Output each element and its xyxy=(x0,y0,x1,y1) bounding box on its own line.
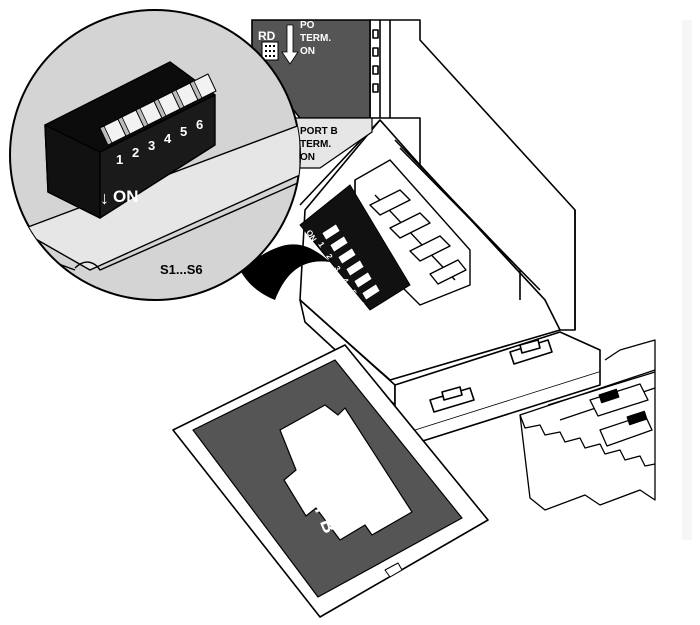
mag-on-label: ON xyxy=(113,187,139,206)
port-a-term-line1: PO xyxy=(300,20,315,31)
port-b-term-line1: PORT B xyxy=(300,126,338,137)
mag-switch-number-2: 2 xyxy=(132,145,139,160)
port-b-term-line2: TERM. xyxy=(300,139,331,150)
small-switch-number-2: 2 xyxy=(324,252,334,261)
magnifier-circle: 1 2 3 4 5 6 ↓ ON S1...S6 xyxy=(9,9,301,301)
cover-window xyxy=(279,404,413,541)
small-switch-number-4: 4 xyxy=(340,276,350,285)
right-margin xyxy=(682,20,692,540)
mag-on-arrow-icon: ↓ xyxy=(100,188,109,208)
mag-switch-number-4: 4 xyxy=(164,131,172,146)
small-switch-number-5: 5 xyxy=(348,288,358,297)
port-b-term-line3: ON xyxy=(300,152,315,163)
dip-switch-small: ON 1 2 3 4 5 6 xyxy=(299,184,411,311)
rd-label: RD xyxy=(258,29,276,43)
small-switch-number-1: 1 xyxy=(316,240,326,249)
port-b-cover: PORT B xyxy=(172,344,489,618)
mag-switch-number-5: 5 xyxy=(180,124,187,139)
mag-switch-number-1: 1 xyxy=(116,152,123,167)
side-module xyxy=(519,339,656,511)
mag-switch-number-6: 6 xyxy=(196,117,203,132)
small-switch-number-6: 6 xyxy=(356,300,366,309)
small-switch-number-3: 3 xyxy=(332,264,342,273)
port-a-term-line2: TERM. xyxy=(300,33,331,44)
down-arrow-icon xyxy=(281,24,299,65)
callout-pointer xyxy=(240,244,330,300)
mag-caption: S1...S6 xyxy=(160,262,203,277)
port-a-term-line3: ON xyxy=(300,46,315,57)
mag-switch-number-3: 3 xyxy=(148,138,155,153)
